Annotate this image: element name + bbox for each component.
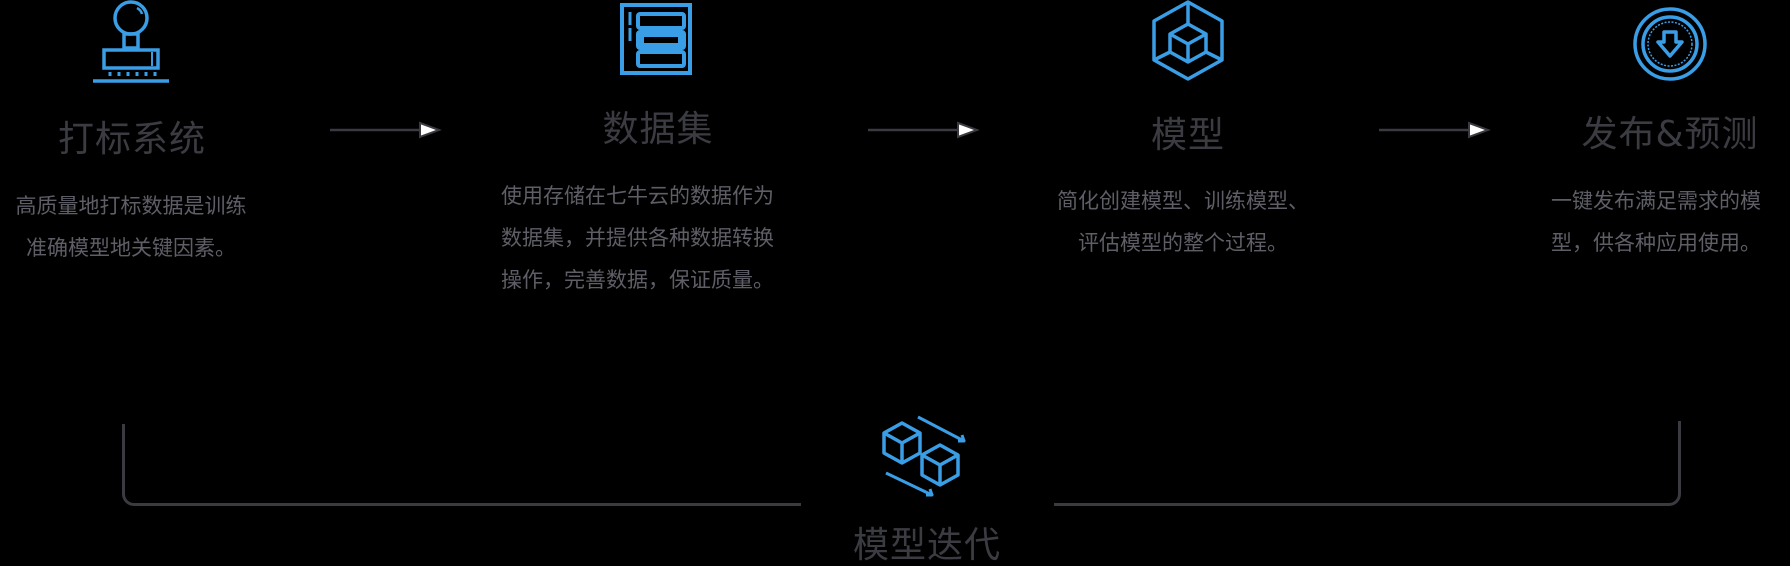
step-description-dataset: 使用存储在七牛云的数据作为 数据集，并提供各种数据转换 操作，完善数据，保证质量… — [501, 175, 774, 301]
step-title-publish: 发布&预测 — [1581, 114, 1759, 155]
flow-arrow-3 — [1379, 121, 1491, 139]
description-line: 高质量地打标数据是训练 — [15, 194, 247, 218]
description-line: 使用存储在七牛云的数据作为 — [501, 184, 774, 208]
description-line: 数据集，并提供各种数据转换 — [501, 226, 774, 250]
description-line: 评估模型的整个过程。 — [1078, 231, 1288, 255]
flow-arrow-1 — [330, 121, 442, 139]
step-title-labeling: 打标系统 — [57, 119, 207, 160]
description-line: 操作，完善数据，保证质量。 — [501, 268, 774, 292]
step-title-model: 模型 — [1150, 115, 1226, 156]
iteration-bracket-left — [122, 424, 801, 506]
iteration-label: 模型迭代 — [852, 525, 1002, 566]
iteration-bracket-right — [1054, 421, 1681, 506]
step-description-publish: 一键发布满足需求的模 型，供各种应用使用。 — [1551, 180, 1761, 264]
dataset-storage-icon — [620, 3, 692, 75]
iteration-cubes-icon — [882, 415, 966, 497]
step-description-labeling: 高质量地打标数据是训练 准确模型地关键因素。 — [0, 185, 262, 269]
model-cube-icon — [1152, 0, 1224, 81]
step-title-dataset: 数据集 — [602, 109, 714, 150]
publish-download-icon — [1633, 7, 1707, 81]
description-line: 简化创建模型、训练模型、 — [1057, 189, 1309, 213]
step-description-model: 简化创建模型、训练模型、 评估模型的整个过程。 — [1043, 180, 1323, 264]
stamp-icon — [93, 0, 169, 83]
description-line: 一键发布满足需求的模 — [1551, 189, 1761, 213]
description-line: 准确模型地关键因素。 — [26, 236, 236, 260]
flow-arrow-2 — [868, 121, 980, 139]
description-line: 型，供各种应用使用。 — [1551, 231, 1761, 255]
